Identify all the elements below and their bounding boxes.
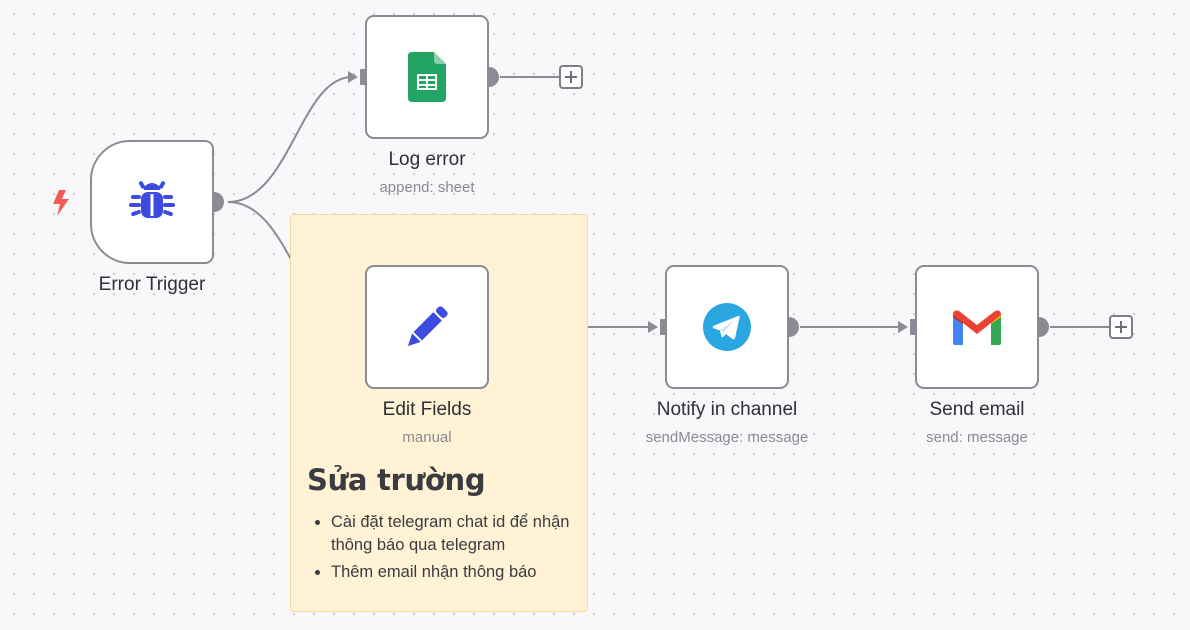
add-node-after-log-error-button[interactable] bbox=[559, 65, 583, 89]
node-title-notify: Notify in channel bbox=[656, 399, 798, 420]
telegram-icon bbox=[702, 302, 752, 352]
add-node-after-send-email-button[interactable] bbox=[1109, 315, 1133, 339]
input-handle-notify bbox=[660, 319, 666, 335]
node-notify-in-channel[interactable] bbox=[665, 265, 789, 389]
trigger-bolt-icon bbox=[52, 190, 70, 221]
node-title-send-email: Send email bbox=[929, 399, 1025, 420]
plus-icon bbox=[1115, 321, 1127, 333]
pencil-icon bbox=[400, 300, 454, 354]
google-sheets-icon bbox=[408, 52, 446, 102]
arrow-send-email bbox=[898, 321, 908, 333]
input-handle-send-email bbox=[910, 319, 916, 335]
node-title-edit-fields: Edit Fields bbox=[382, 399, 472, 420]
gmail-icon bbox=[951, 307, 1003, 347]
node-log-error[interactable] bbox=[365, 15, 489, 139]
node-subtitle-log-error: append: sheet bbox=[379, 179, 475, 196]
node-send-email[interactable] bbox=[915, 265, 1039, 389]
sticky-note-item: Thêm email nhận thông báo bbox=[331, 561, 591, 584]
connection-trigger-log-error bbox=[227, 76, 353, 203]
node-subtitle-send-email: send: message bbox=[926, 429, 1028, 446]
node-subtitle-notify: sendMessage: message bbox=[645, 429, 809, 446]
input-handle-log-error bbox=[360, 69, 366, 85]
bug-icon bbox=[125, 175, 179, 229]
sticky-note-list: Cài đặt telegram chat id để nhận thông b… bbox=[307, 511, 591, 588]
arrow-log-error bbox=[348, 71, 358, 83]
node-title-log-error: Log error bbox=[388, 149, 466, 170]
sticky-note-item: Cài đặt telegram chat id để nhận thông b… bbox=[331, 511, 591, 557]
node-edit-fields[interactable] bbox=[365, 265, 489, 389]
plus-icon bbox=[565, 71, 577, 83]
node-error-trigger[interactable] bbox=[90, 140, 214, 264]
sticky-note-heading: Sửa trường bbox=[307, 463, 486, 497]
node-title-error-trigger: Error Trigger bbox=[98, 274, 206, 295]
node-subtitle-edit-fields: manual bbox=[402, 429, 452, 446]
arrow-notify bbox=[648, 321, 658, 333]
